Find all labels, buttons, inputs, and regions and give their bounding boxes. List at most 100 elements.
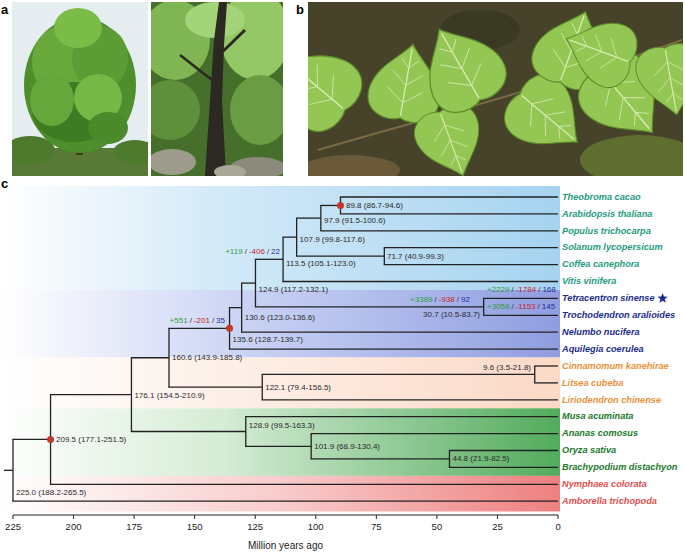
panel-letter: a: [1, 3, 8, 18]
magnoliid-band: [0, 358, 560, 409]
axis-tick-mark: [134, 515, 135, 519]
axis-tick: 50: [432, 522, 443, 533]
branch: [12, 501, 558, 502]
axis-tick-mark: [315, 515, 316, 519]
species-name: Arabidopsis thaliana: [562, 209, 652, 220]
node-age: 160.6 (143.9-185.8): [172, 353, 242, 362]
crown: [54, 8, 102, 48]
family-count: 168: [542, 285, 555, 294]
loss-count: -1784: [516, 285, 536, 294]
bush: [113, 140, 148, 164]
axis-tick: 0: [555, 522, 560, 533]
panel-letter: b: [296, 3, 304, 18]
branch: [131, 431, 246, 432]
branch: [168, 386, 262, 387]
gain-loss-group: +119/-406/22: [225, 247, 280, 256]
branch: [311, 458, 450, 459]
separator: /: [267, 247, 269, 256]
node-age: 209.5 (177.1-251.5): [56, 435, 126, 444]
branch: [245, 446, 311, 447]
panel-letter: c: [1, 177, 8, 192]
axis-tick-mark: [376, 515, 377, 519]
node-age: 128.9 (99.5-163.3): [249, 421, 315, 430]
separator: /: [435, 295, 437, 304]
separator: /: [190, 316, 192, 325]
axis-tick-mark: [497, 515, 498, 519]
family-count: 35: [216, 316, 225, 325]
foliage: [151, 80, 200, 140]
branch: [534, 382, 558, 383]
species-name: Amborella trichopoda: [562, 496, 657, 507]
rock: [151, 149, 196, 175]
node-age: 113.5 (105.1-123.0): [286, 259, 356, 268]
time-axis: [13, 515, 558, 516]
axis-tick: 100: [308, 522, 324, 533]
branch: [534, 365, 558, 366]
leaf: [633, 40, 683, 120]
family-count: 22: [271, 247, 280, 256]
litter: [308, 155, 400, 176]
leaf: [555, 8, 643, 93]
gain-loss-group: +3058/-1153/145: [487, 302, 555, 311]
axis-tick-mark: [255, 515, 256, 519]
branch: [340, 213, 558, 214]
separator: /: [457, 295, 459, 304]
branch: [449, 467, 558, 468]
species-name: Brachypodium distachyon: [562, 462, 677, 473]
gain-loss-group: +3389/-938/92: [410, 295, 470, 304]
leaf: [405, 10, 515, 122]
focal-star: [657, 293, 667, 303]
rock: [214, 165, 246, 176]
branch: [229, 307, 242, 308]
branch: [241, 332, 558, 333]
calibration-dot: [226, 325, 233, 332]
branch: [282, 236, 296, 237]
axis-tick-mark: [558, 515, 559, 519]
gain-loss-group: +551/-201/35: [170, 316, 225, 325]
separator: /: [538, 302, 540, 311]
branch: [384, 264, 558, 265]
species-name: Ananas comosus: [562, 428, 638, 439]
branch: [449, 450, 558, 451]
gain-count: +3058: [487, 302, 509, 311]
monocot-band: [0, 408, 560, 476]
loss-count: -938: [439, 295, 455, 304]
species-name: Trochodendron aralioides: [562, 310, 675, 321]
axis-tick-mark: [13, 515, 14, 519]
photo-panels: [0, 0, 685, 180]
species-name: Populus trichocarpa: [562, 226, 651, 237]
branch: [131, 357, 169, 358]
node-age: 107.9 (99.8-117.6): [300, 235, 365, 244]
branch: [255, 306, 484, 307]
node-age: 9.6 (3.5-21.8): [483, 363, 531, 372]
branch: [50, 394, 132, 395]
species-name: Aquilegia coerulea: [562, 344, 644, 355]
node-age: 225.0 (188.2-265.5): [16, 488, 86, 497]
root-branch: [4, 470, 13, 471]
gain-count: +2229: [487, 285, 509, 294]
branch: [296, 217, 321, 218]
species-name: Musa acuminata: [562, 411, 633, 422]
basal-eudicot-band: [0, 290, 560, 358]
branch: [245, 416, 558, 417]
node-age: 124.9 (117.2-132.1): [259, 285, 329, 294]
node-age: 135.6 (128.7-139.7): [233, 335, 303, 344]
species-name: Theobroma cacao: [562, 192, 641, 203]
node-age: 130.6 (123.0-136.6): [245, 313, 315, 322]
loss-count: -201: [194, 316, 210, 325]
eudicot-band: [0, 186, 560, 290]
node-age: 89.8 (86.7-94.6): [346, 201, 403, 210]
branch: [168, 328, 229, 329]
species-name: Oryza sativa: [562, 445, 616, 456]
gain-loss-group: +2229/-1784/168: [487, 285, 556, 294]
gain-count: +119: [225, 247, 242, 256]
branch: [340, 196, 558, 197]
axis-title: Million years ago: [248, 540, 323, 552]
trunk: [205, 2, 227, 176]
branch: [50, 484, 558, 485]
crown: [88, 112, 128, 144]
branch: [320, 230, 558, 231]
family-count: 92: [461, 295, 470, 304]
gain-count: +3389: [410, 295, 432, 304]
axis-tick-mark: [436, 515, 437, 519]
